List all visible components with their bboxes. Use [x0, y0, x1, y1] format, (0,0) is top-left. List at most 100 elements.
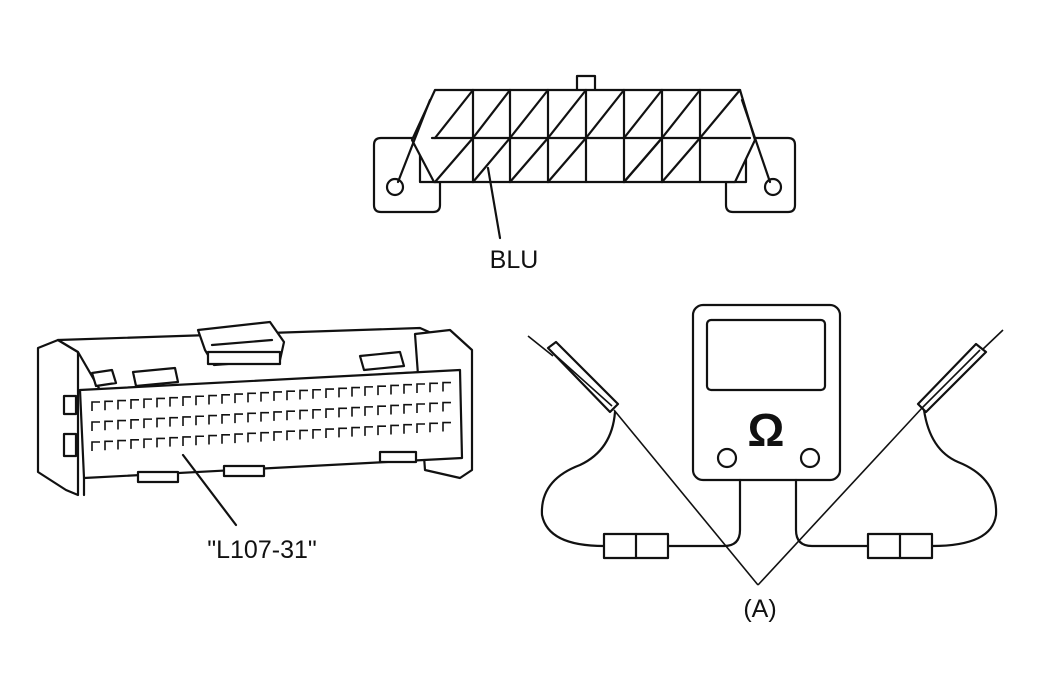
pin-cell — [403, 383, 412, 394]
pin-cell — [312, 388, 321, 399]
pin-cell — [221, 434, 230, 444]
pin-diagonal-lower — [508, 136, 550, 184]
pin-diagonal-lower — [546, 136, 588, 184]
pin-cell — [247, 432, 256, 443]
pin-diagonal — [508, 88, 550, 140]
pin-cell — [299, 429, 308, 440]
pin-cell — [234, 393, 243, 404]
pin-cell — [325, 428, 334, 439]
pin-cell — [156, 417, 165, 428]
lead-wire-right — [794, 478, 870, 548]
pin-cell — [169, 436, 178, 447]
pin-cell — [247, 412, 256, 423]
foot-3 — [378, 450, 418, 464]
pin-cell — [442, 421, 451, 432]
pin-cell — [260, 391, 269, 402]
pin-cell — [143, 438, 152, 449]
pin-cell — [195, 435, 204, 446]
probes-label: (A) — [743, 595, 776, 623]
pin-cell — [429, 422, 438, 433]
pin-cell — [312, 428, 321, 439]
lead-wire-right-probe — [922, 408, 998, 548]
pin-cell — [117, 419, 126, 430]
pin-diagonal — [546, 88, 588, 140]
pin-cell — [364, 426, 373, 436]
pin-cell — [429, 402, 438, 413]
pin-cell — [143, 398, 152, 409]
pin-cell — [130, 399, 139, 409]
pin-cell — [325, 388, 334, 399]
pin-cells — [91, 381, 451, 451]
pin-cell — [351, 426, 360, 437]
pin-cell — [182, 436, 191, 446]
pin-diagonal — [660, 88, 702, 140]
pin-cell — [338, 427, 347, 438]
blu-leader — [486, 166, 502, 240]
latch-tab — [206, 350, 282, 366]
side-latch-lower — [62, 432, 78, 458]
pin-cell — [325, 408, 334, 419]
side-latch-upper — [62, 394, 78, 416]
connector-leader — [181, 453, 238, 527]
pin-cell — [429, 382, 438, 393]
pin-cell — [416, 423, 425, 433]
ohmmeter: Ω — [691, 303, 842, 482]
left-mount-hole — [385, 177, 405, 197]
probe-left — [527, 335, 620, 414]
a-leader-right — [757, 407, 923, 586]
pin-cell — [104, 440, 113, 451]
pin-diagonal-lower — [433, 136, 475, 184]
meter-display — [705, 318, 827, 392]
pin-cell — [299, 389, 308, 400]
pin-cell — [390, 384, 399, 395]
probe-left-tip — [527, 335, 554, 357]
blu-label: BLU — [490, 246, 539, 274]
probe-left-handle — [546, 340, 620, 414]
probe-right-stripe — [921, 349, 981, 409]
pin-cell — [117, 399, 126, 410]
top-tab-mid — [131, 366, 180, 388]
pin-cell — [182, 396, 191, 406]
pin-cell — [286, 430, 295, 441]
pin-diagonal — [622, 88, 664, 140]
pin-diagonal — [433, 88, 475, 140]
pin-diagonal-lower — [622, 136, 664, 184]
probe-right-tip — [981, 329, 1004, 351]
pin-cell — [169, 416, 178, 427]
pin-cell — [117, 439, 126, 450]
pin-cell — [299, 409, 308, 420]
pin-diagonal — [471, 88, 512, 140]
body-edge-left — [396, 98, 432, 184]
meter-jack-left — [716, 447, 738, 469]
pin-cell — [273, 411, 282, 421]
pin-cell — [195, 395, 204, 406]
meter-jack-right — [799, 447, 821, 469]
probe-left-stripe — [553, 353, 613, 407]
pin-cell — [260, 411, 269, 422]
pin-cell — [247, 392, 256, 403]
pin-cell — [208, 434, 217, 445]
pin-cell — [260, 431, 269, 442]
pin-cell — [221, 394, 230, 404]
top-tab-left — [90, 368, 118, 388]
pin-cell — [364, 386, 373, 396]
pin-cell — [234, 413, 243, 424]
pin-cell — [221, 414, 230, 424]
pin-cell — [403, 423, 412, 434]
pin-diagonal — [584, 88, 626, 140]
pin-cell — [442, 401, 451, 412]
pin-cell — [338, 407, 347, 418]
connector-label: "L107-31" — [207, 536, 317, 564]
pin-cell — [416, 403, 425, 413]
ohm-symbol: Ω — [748, 404, 785, 456]
lead-wire-left-probe — [540, 410, 617, 548]
lead-wire-left — [666, 478, 742, 548]
a-leader-left — [613, 409, 759, 586]
pin-cell — [377, 385, 386, 396]
pin-cell — [273, 391, 282, 401]
pin-cell — [403, 403, 412, 414]
pin-cell — [130, 419, 139, 429]
pin-cell — [390, 424, 399, 435]
pin-cell — [286, 410, 295, 421]
